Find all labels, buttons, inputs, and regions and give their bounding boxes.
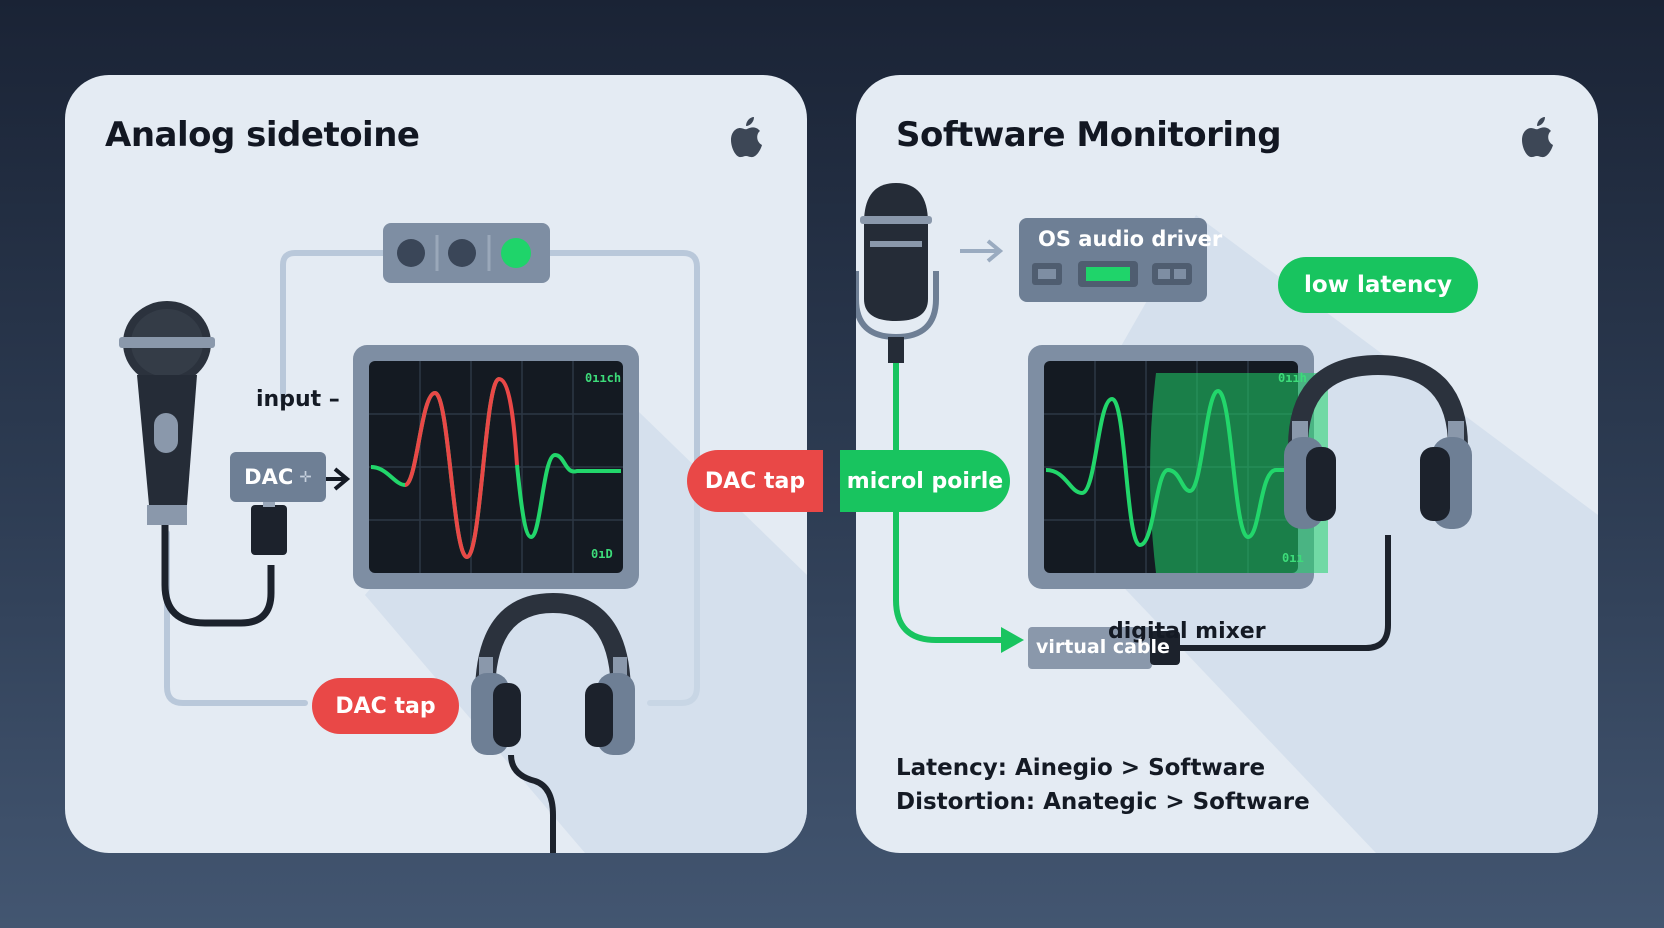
low-latency-badge: low latency <box>1278 257 1478 313</box>
screen-tag-top: 0ııch <box>585 371 622 385</box>
virtual-cable-label: virtual cable <box>1036 636 1170 658</box>
plus-icon: ✛ <box>299 468 312 486</box>
microphone-icon <box>856 183 939 363</box>
analog-sidetone-panel: Analog sidetoine input – DAC ✛ 0ııch 0ıD… <box>65 75 807 853</box>
microphone-icon <box>119 301 287 627</box>
input-label: input – <box>256 387 340 412</box>
audio-driver-icon <box>1019 218 1207 302</box>
oscilloscope-icon <box>353 345 639 589</box>
audio-driver-label: OS audio driver <box>1038 227 1223 251</box>
apple-logo-icon <box>1522 117 1553 158</box>
apple-logo-icon <box>731 117 762 158</box>
screen-tag-top: 0ııh <box>1278 371 1307 385</box>
center-dac-tap-badge: DAC tap <box>687 450 823 512</box>
dac-tap-badge: DAC tap <box>312 678 459 734</box>
screen-tag-bottom: 0ıı <box>1282 551 1304 565</box>
headphones-icon <box>471 592 635 853</box>
screen-tag-bottom: 0ıD <box>591 547 613 561</box>
panel-title: Software Monitoring <box>896 115 1282 155</box>
headphones-icon <box>1284 354 1472 529</box>
latency-comparison: Latency: Ainegio > Software <box>896 755 1266 781</box>
virtual-cable-icon <box>1028 535 1391 669</box>
oscilloscope-icon <box>1028 345 1328 589</box>
distortion-comparison: Distortion: Anategic > Software <box>896 789 1310 815</box>
panel-title: Analog sidetoine <box>105 115 420 155</box>
dac-button[interactable]: DAC ✛ <box>230 452 326 502</box>
dac-button-label: DAC <box>244 465 294 489</box>
arrow-right-icon <box>960 239 1004 263</box>
digital-mixer-label: digital mixer <box>1108 619 1266 644</box>
microl-poirle-badge: microl poirle <box>840 450 1010 512</box>
software-diagram-graphics <box>856 183 1598 853</box>
audio-interface-icon <box>383 223 550 283</box>
